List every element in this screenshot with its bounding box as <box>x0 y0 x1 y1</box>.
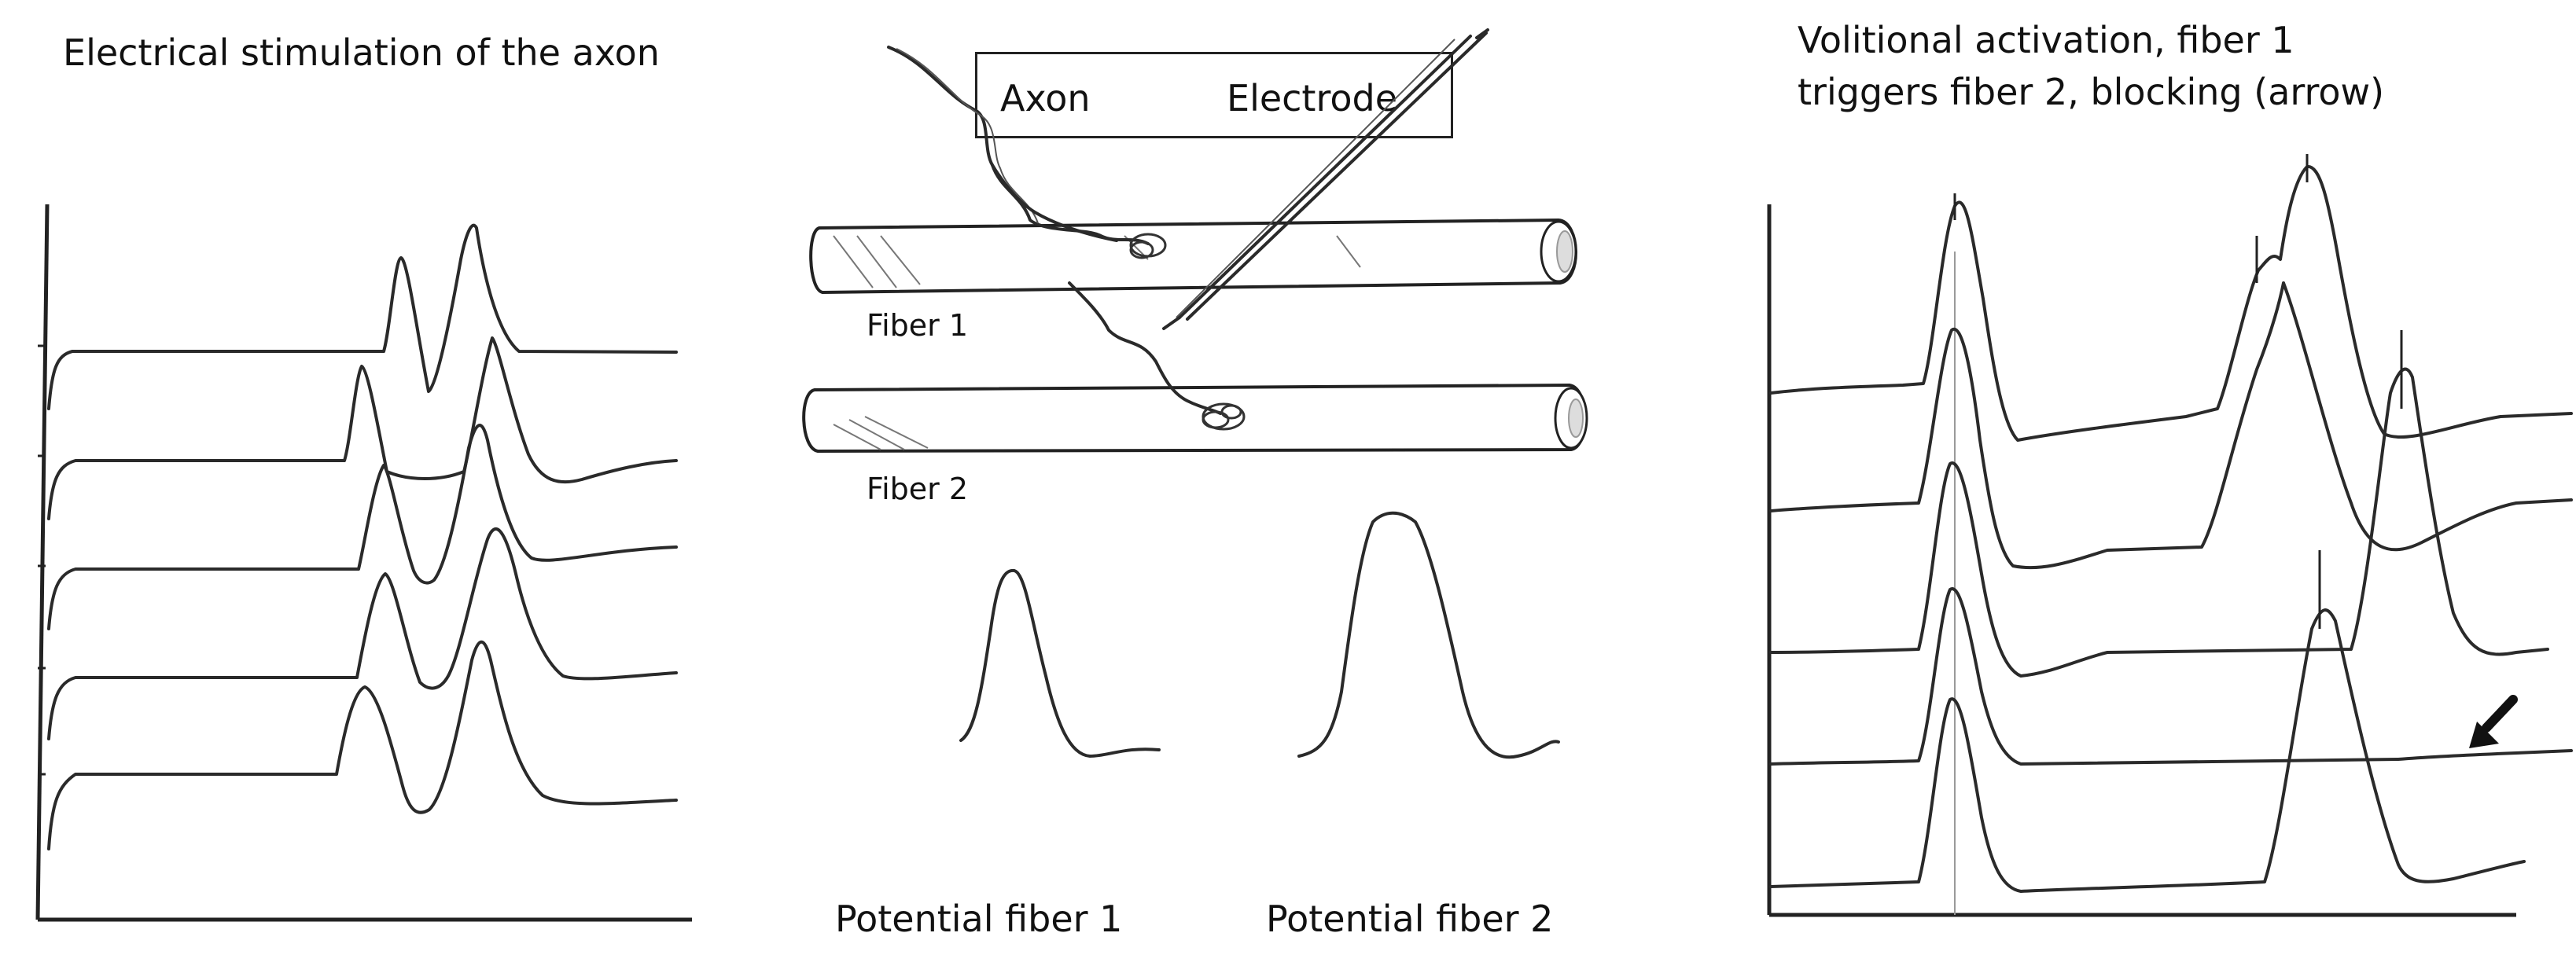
right-trace-2 <box>1769 281 2573 570</box>
right-title-line-2: triggers fiber 2, blocking (arrow) <box>1798 71 2385 113</box>
right-panel-title: Volitional activation, fiber 1 triggers … <box>1798 14 2384 118</box>
potential-fiber-1-trace <box>959 568 1161 758</box>
right-trace-5 <box>1769 608 2526 893</box>
fiber-2-label: Fiber 2 <box>867 472 969 506</box>
axon-sketch <box>887 46 1246 431</box>
right-title-line-1: Volitional activation, fiber 1 <box>1798 19 2294 61</box>
fiber-diagram <box>802 28 1588 454</box>
fiber-1-label: Fiber 1 <box>867 308 969 343</box>
potential-fiber-2-trace <box>1297 511 1560 759</box>
electrode-sketch <box>1162 28 1489 330</box>
left-trace-2 <box>47 336 678 520</box>
left-y-ticks <box>38 344 46 776</box>
left-trace-4 <box>47 527 678 740</box>
left-trace-5 <box>47 640 678 850</box>
left-trace-plot <box>35 204 692 922</box>
fiber-2-sketch <box>802 383 1588 454</box>
left-y-axis <box>35 204 50 920</box>
fiber-1-sketch <box>809 218 1577 295</box>
right-trace-4 <box>1769 587 2573 766</box>
legend-electrode-label: Electrode <box>1227 77 1398 119</box>
right-marker-ticks <box>1953 154 2403 629</box>
potential-fiber-1-caption: Potential fiber 1 <box>835 898 1123 940</box>
right-trace-1 <box>1769 165 2573 442</box>
left-panel-title: Electrical stimulation of the axon <box>63 31 660 74</box>
left-trace-1 <box>47 223 678 410</box>
legend-axon-label: Axon <box>1000 77 1091 119</box>
arrow-icon <box>2469 695 2518 748</box>
potential-fiber-2-caption: Potential fiber 2 <box>1266 898 1554 940</box>
right-trace-plot <box>1767 154 2573 917</box>
right-trace-3 <box>1769 367 2549 678</box>
left-trace-3 <box>47 424 678 630</box>
legend-box <box>975 52 1453 138</box>
